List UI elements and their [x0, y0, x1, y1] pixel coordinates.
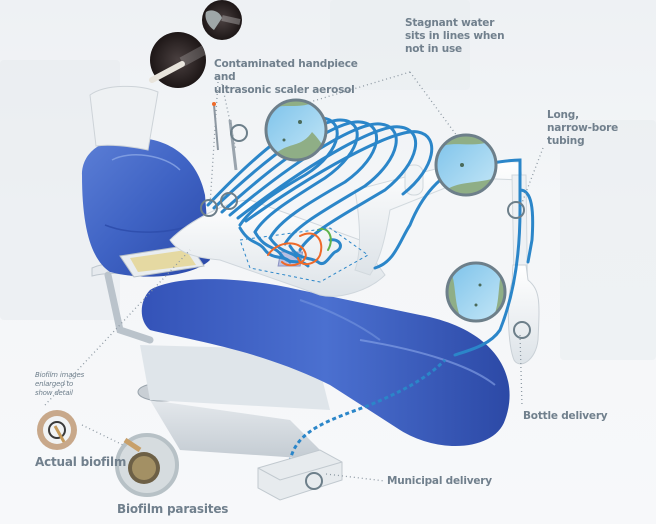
actual-biofilm-label: Actual biofilm [35, 455, 127, 469]
bottle-delivery-label: Bottle delivery [523, 410, 608, 422]
articulating-arm [354, 159, 523, 276]
biofilm-magnifier-lower [445, 261, 507, 323]
municipal-supply-line [288, 358, 447, 463]
municipal-ring [305, 472, 323, 490]
bottle-ring [513, 321, 531, 339]
seat-and-legrest [141, 279, 510, 447]
background-wall [330, 0, 470, 90]
tubing-ring-arm [507, 201, 525, 219]
enlarged-note-label: Biofilm images enlarged to show detail [35, 371, 85, 397]
municipal-box [257, 449, 343, 501]
actual-biofilm-photo [37, 410, 77, 450]
green-line [317, 227, 332, 251]
handpiece-ring [230, 124, 248, 142]
narrow-bore-tubing-label: Long, narrow-bore tubing [547, 109, 619, 147]
chair-base [150, 400, 330, 460]
water-bottle [507, 264, 540, 365]
biofilm-parasites-photo [115, 433, 179, 497]
background-window [560, 120, 656, 360]
municipal-delivery-label: Municipal delivery [387, 475, 492, 487]
aerosol-label: Contaminated handpiece and ultrasonic sc… [214, 58, 358, 96]
scaler-aerosol-photo [149, 32, 207, 88]
tubing-ring-1 [200, 199, 218, 217]
tubing-ring-2 [220, 192, 238, 210]
biofilm-magnifier-upper [264, 98, 328, 162]
headrest-cover [89, 85, 159, 151]
biofilm-parasites-label: Biofilm parasites [117, 502, 229, 516]
handpiece-aerosol-photo [202, 0, 242, 40]
orange-line [267, 242, 307, 267]
stagnant-water-label: Stagnant water sits in lines when not in… [405, 17, 505, 55]
biofilm-magnifier-right [434, 133, 498, 197]
